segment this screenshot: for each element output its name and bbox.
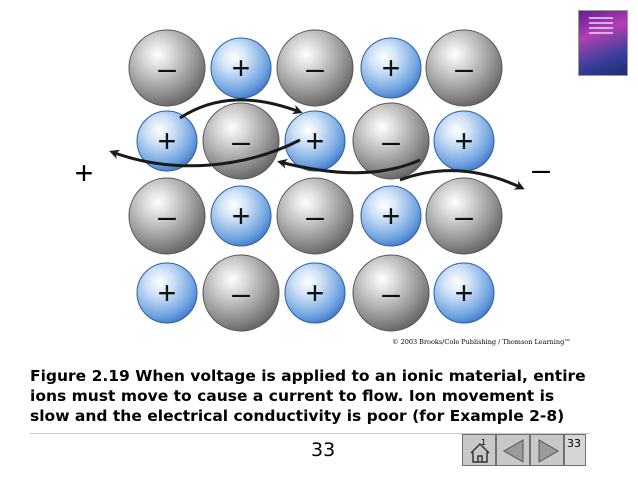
cation: + — [210, 37, 272, 99]
next-button[interactable] — [530, 434, 564, 466]
home-icon — [470, 442, 490, 463]
anion-sign: – — [306, 50, 324, 86]
cation: + — [284, 262, 346, 324]
anion-sphere — [425, 29, 503, 107]
cation: + — [136, 262, 198, 324]
anion-sphere — [352, 254, 430, 332]
cation-sphere — [284, 262, 346, 324]
cation-sign: + — [382, 50, 401, 86]
ion-path-arrow-left — [109, 138, 301, 168]
book-cover-thumbnail — [578, 10, 628, 76]
cation-sphere — [210, 185, 272, 247]
positive-terminal-label: + — [75, 155, 94, 191]
footer-divider — [30, 433, 590, 434]
cation-sign: + — [232, 50, 251, 86]
anion: – — [352, 102, 430, 180]
cation: + — [433, 110, 495, 172]
slide-number: 33 — [567, 437, 581, 450]
anion-sphere — [128, 177, 206, 255]
anion-sign: – — [382, 275, 400, 311]
anion-sphere — [128, 29, 206, 107]
anion-sphere — [202, 254, 280, 332]
anion-sign: – — [232, 123, 250, 159]
cation-sphere — [284, 110, 346, 172]
anion-sign: – — [455, 50, 473, 86]
figure-caption: Figure 2.19 When voltage is applied to a… — [30, 366, 610, 426]
cation-sign: + — [382, 198, 401, 234]
anion-sphere — [276, 177, 354, 255]
ion-path-arrow-top — [179, 98, 303, 120]
anion: – — [202, 102, 280, 180]
caption-line: ions must move to cause a current to flo… — [30, 387, 555, 405]
slide-number-box: 33 — [564, 434, 586, 466]
ion-path-arrow-right — [399, 169, 525, 190]
negative-terminal-label: – — [532, 151, 550, 187]
cover-title-lines — [589, 17, 613, 37]
cation-sphere — [360, 37, 422, 99]
cation: + — [433, 262, 495, 324]
cation-sign: + — [306, 123, 325, 159]
cation-sphere — [136, 262, 198, 324]
anion-sign: – — [382, 123, 400, 159]
anion: – — [276, 177, 354, 255]
anion-sphere — [425, 177, 503, 255]
anion: – — [128, 29, 206, 107]
cation-sphere — [360, 185, 422, 247]
slide-navigation: 1 33 — [462, 434, 586, 466]
previous-icon — [503, 439, 524, 463]
cation-sphere — [210, 37, 272, 99]
anion-sign: – — [158, 50, 176, 86]
previous-button[interactable] — [496, 434, 530, 466]
anion: – — [202, 254, 280, 332]
anion-sphere — [352, 102, 430, 180]
cation-sign: + — [158, 275, 177, 311]
anion: – — [352, 254, 430, 332]
anion: – — [128, 177, 206, 255]
next-icon — [538, 439, 559, 463]
cation-sphere — [433, 262, 495, 324]
anion-sign: – — [232, 275, 250, 311]
copyright-notice: © 2003 Brooks/Cole Publishing / Thomson … — [392, 338, 571, 346]
anion: – — [276, 29, 354, 107]
cation: + — [210, 185, 272, 247]
cation: + — [360, 185, 422, 247]
anion-sign: – — [158, 198, 176, 234]
anion-sphere — [202, 102, 280, 180]
cation: + — [284, 110, 346, 172]
cation: + — [136, 110, 198, 172]
nav-index-marker: 1 — [481, 438, 487, 447]
cation-sign: + — [306, 275, 325, 311]
anion: – — [425, 29, 503, 107]
home-button[interactable]: 1 — [462, 434, 496, 466]
ion-path-arrow-middle — [277, 158, 421, 175]
cation-sphere — [136, 110, 198, 172]
cation-sign: + — [455, 123, 474, 159]
anion-sign: – — [306, 198, 324, 234]
cation-sign: + — [455, 275, 474, 311]
caption-line: slow and the electrical conductivity is … — [30, 407, 565, 425]
anion: – — [425, 177, 503, 255]
cation: + — [360, 37, 422, 99]
cation-sign: + — [232, 198, 251, 234]
page-number: 33 — [311, 439, 336, 461]
cation-sign: + — [158, 123, 177, 159]
anion-sphere — [276, 29, 354, 107]
caption-line: Figure 2.19 When voltage is applied to a… — [30, 367, 586, 385]
anion-sign: – — [455, 198, 473, 234]
